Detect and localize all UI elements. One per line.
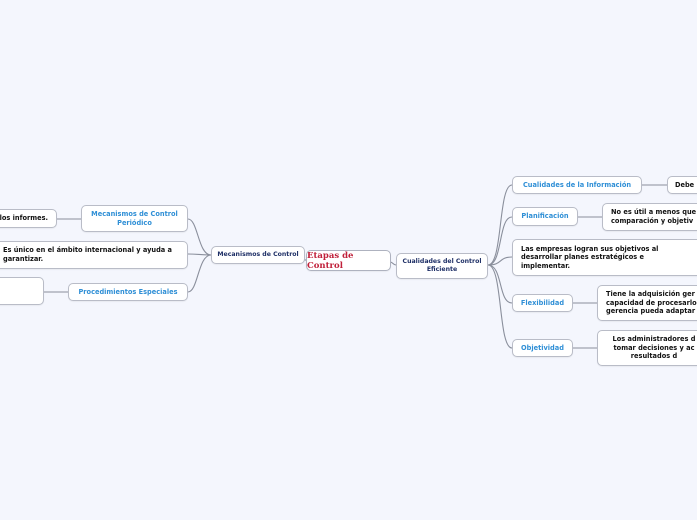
branch-procedimientos-especiales[interactable]: Procedimientos Especiales xyxy=(68,283,188,301)
connector-right-branch-1 xyxy=(487,184,513,266)
branch-mecanismos-periodico-label: Mecanismos de Control Periódico xyxy=(91,209,178,227)
connector-right-branch-5 xyxy=(487,264,513,349)
main-topic-cualidades-label: Cualidades del Control Eficiente xyxy=(402,257,482,273)
leaf-tiene-adquisicion[interactable]: Tiene la adquisición ger capacidad de pr… xyxy=(597,285,697,321)
leaf-los-informes-text: los informes. xyxy=(0,214,48,223)
main-topic-mecanismos[interactable]: Mecanismos de Control xyxy=(211,246,305,264)
branch-mecanismos-periodico[interactable]: Mecanismos de Control Periódico xyxy=(81,205,188,232)
leaf-unico-ambito[interactable]: Es único en el ámbito internacional y ay… xyxy=(0,241,188,269)
leaf-los-informes[interactable]: los informes. xyxy=(0,209,57,228)
branch-cualidades-informacion[interactable]: Cualidades de la Información xyxy=(512,176,642,194)
connector-right-branch-2 xyxy=(487,216,513,266)
leaf-no-es-util-text: No es útil a menos que comparación y obj… xyxy=(611,208,697,225)
branch-flexibilidad[interactable]: Flexibilidad xyxy=(512,294,573,312)
branch-flexibilidad-label: Flexibilidad xyxy=(520,298,565,307)
leaf-no-es-util[interactable]: No es útil a menos que comparación y obj… xyxy=(602,203,697,231)
leaf-empresas-objetivos[interactable]: Las empresas logran sus objetivos al des… xyxy=(512,239,697,276)
leaf-debe-text: Debe xyxy=(675,180,695,189)
central-topic-label: Etapas de Control xyxy=(307,250,354,271)
leaf-procedimientos-empty[interactable] xyxy=(0,277,44,305)
connector-right-branch-3 xyxy=(487,256,513,266)
central-topic[interactable]: Etapas de Control xyxy=(306,250,391,271)
branch-planificacion[interactable]: Planificación xyxy=(512,207,578,226)
branch-procedimientos-especiales-label: Procedimientos Especiales xyxy=(78,287,178,296)
branch-cualidades-informacion-label: Cualidades de la Información xyxy=(522,180,632,189)
connector-left-branch-3 xyxy=(187,254,212,293)
branch-objetividad[interactable]: Objetividad xyxy=(512,339,573,357)
main-topic-mecanismos-label: Mecanismos de Control xyxy=(217,250,299,258)
leaf-empresas-objetivos-text: Las empresas logran sus objetivos al des… xyxy=(521,244,659,270)
main-topic-cualidades[interactable]: Cualidades del Control Eficiente xyxy=(396,253,488,279)
branch-objetividad-label: Objetividad xyxy=(521,343,564,352)
leaf-administradores[interactable]: Los administradores d tomar decisiones y… xyxy=(597,330,697,366)
leaf-unico-ambito-text: Es único en el ámbito internacional y ay… xyxy=(3,246,172,263)
branch-planificacion-label: Planificación xyxy=(521,212,569,221)
leaf-tiene-adquisicion-text: Tiene la adquisición ger capacidad de pr… xyxy=(606,290,697,316)
leaf-administradores-text: Los administradores d tomar decisiones y… xyxy=(612,335,696,361)
leaf-debe[interactable]: Debe xyxy=(667,176,697,194)
connector-left-branch-1 xyxy=(187,218,212,256)
connector-right-branch-4 xyxy=(487,264,513,304)
